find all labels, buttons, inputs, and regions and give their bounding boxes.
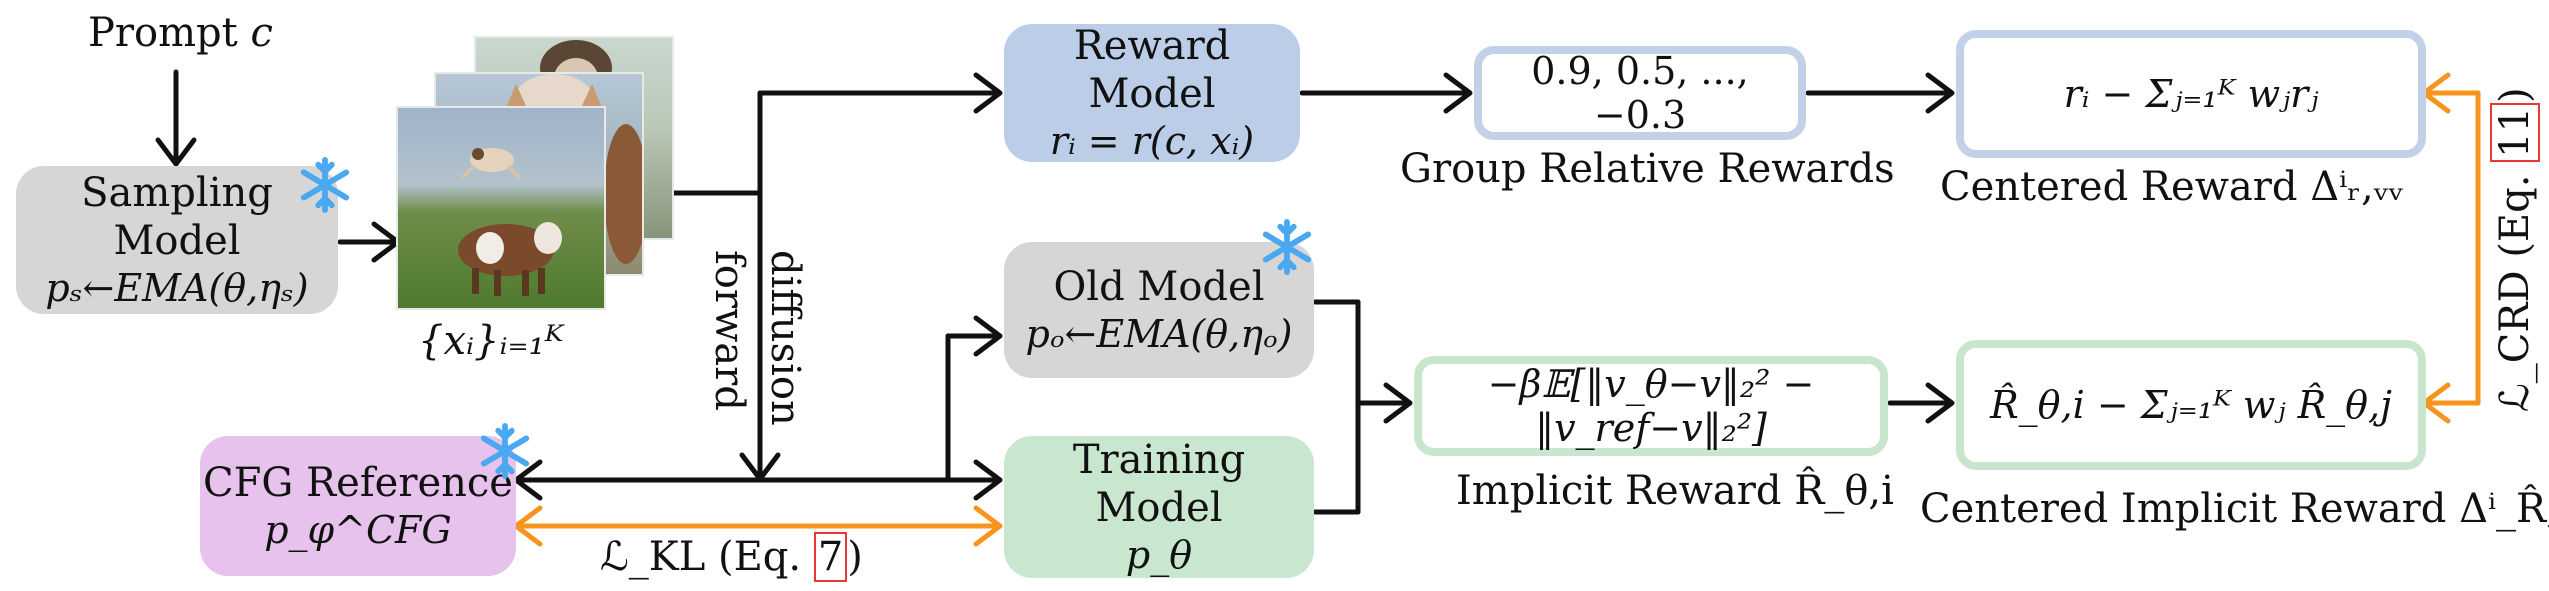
group-rewards-label: Group Relative Rewards bbox=[1400, 146, 1895, 192]
old-model-formula: pₒ←EMA(θ,ηₒ) bbox=[1025, 312, 1293, 356]
group-rewards-values: 0.9, 0.5, ..., −0.3 bbox=[1531, 49, 1749, 137]
crd-equation-ref[interactable]: 11 bbox=[2490, 102, 2540, 162]
training-model-formula: p_θ bbox=[1125, 533, 1193, 577]
old-model-box: Old Model pₒ←EMA(θ,ηₒ) bbox=[1004, 242, 1314, 378]
snowflake-icon bbox=[300, 156, 350, 214]
arrow-to-training-model bbox=[973, 459, 1003, 501]
old-model-title: Old Model bbox=[1053, 264, 1265, 310]
sampling-model-title: Sampling Model bbox=[81, 170, 273, 264]
centered-implicit-reward-box: R̂_θ,i − Σⱼ₌₁ᴷ wⱼ R̂_θ,j bbox=[1956, 340, 2426, 470]
arrow-to-cfg-reference bbox=[513, 459, 543, 501]
centered-reward-box: rᵢ − Σⱼ₌₁ᴷ wⱼrⱼ bbox=[1956, 30, 2426, 158]
kl-loss-label: ℒ_KL (Eq. 7) bbox=[600, 532, 863, 582]
reward-model-box: Reward Model rᵢ = r(c, xᵢ) bbox=[1004, 23, 1300, 163]
sample-image-front bbox=[396, 106, 606, 310]
training-model-box: Training Model p_θ bbox=[1004, 436, 1314, 578]
cow-and-dog-image bbox=[458, 148, 562, 296]
group-rewards-box: 0.9, 0.5, ..., −0.3 bbox=[1474, 46, 1806, 140]
centered-implicit-reward-label: Centered Implicit Reward Δⁱ_R̂,w bbox=[1920, 486, 2549, 532]
reward-model-title: Reward Model bbox=[1073, 23, 1231, 117]
diffusion-label: diffusion bbox=[762, 250, 808, 426]
reward-model-formula: rᵢ = r(c, xᵢ) bbox=[1049, 119, 1255, 163]
centered-reward-label: Centered Reward Δⁱᵣ,ᵥᵥ bbox=[1940, 164, 2404, 210]
centered-reward-formula: rᵢ − Σⱼ₌₁ᴷ wⱼrⱼ bbox=[2063, 72, 2319, 116]
crd-loss-label: ℒ_CRD (Eq. 11) bbox=[2490, 87, 2540, 412]
implicit-reward-box: −β𝔼[‖v_θ−v‖₂² − ‖v_ref−v‖₂²] bbox=[1414, 356, 1888, 456]
implicit-reward-formula: −β𝔼[‖v_θ−v‖₂² − ‖v_ref−v‖₂²] bbox=[1487, 362, 1815, 450]
cfg-reference-formula: p_φ^CFG bbox=[264, 508, 452, 552]
sampling-model-box: Sampling Model pₛ←EMA(θ,ηₛ) bbox=[16, 166, 338, 314]
forward-label: forward bbox=[706, 250, 752, 411]
training-model-title: Training Model bbox=[1072, 437, 1246, 531]
arrow-to-old-model bbox=[973, 315, 1003, 357]
snowflake-icon bbox=[480, 422, 530, 480]
cfg-reference-box: CFG Reference p_φ^CFG bbox=[200, 436, 516, 576]
samples-label: {xᵢ}ᵢ₌₁ᴷ bbox=[418, 318, 564, 364]
prompt-label: Prompt c bbox=[88, 10, 273, 56]
cfg-reference-title: CFG Reference bbox=[203, 460, 513, 506]
implicit-reward-label: Implicit Reward R̂_θ,i bbox=[1456, 468, 1894, 514]
centered-implicit-reward-formula: R̂_θ,i − Σⱼ₌₁ᴷ wⱼ R̂_θ,j bbox=[1990, 383, 2392, 427]
snowflake-icon bbox=[1262, 218, 1312, 276]
sampling-model-formula: pₛ←EMA(θ,ηₛ) bbox=[45, 266, 309, 310]
arrowhead bbox=[155, 137, 197, 167]
kl-equation-ref[interactable]: 7 bbox=[813, 532, 848, 582]
